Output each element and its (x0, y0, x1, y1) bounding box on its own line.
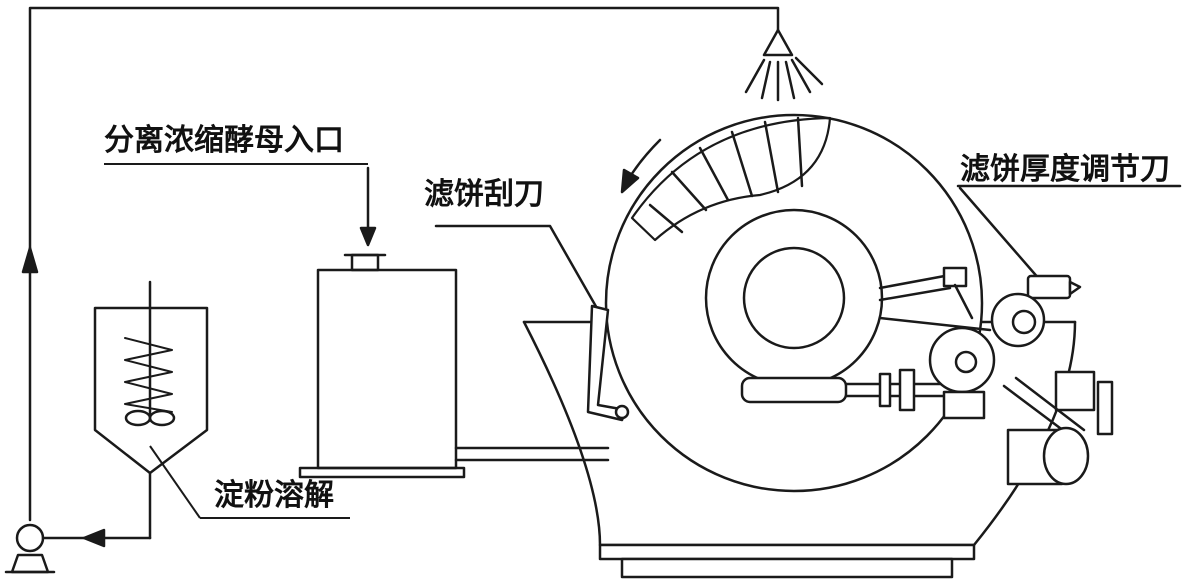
flow-arrow-up-icon (21, 246, 39, 274)
starch-dissolving-label: 淀粉溶解 (214, 478, 334, 513)
discharge-chute (1002, 376, 1090, 486)
yeast-inlet-label: 分离浓缩酵母入口 (104, 123, 344, 158)
rotation-arrow-icon (620, 138, 662, 194)
yeast-feed-tank (298, 166, 466, 479)
feed-to-trough-pipe (454, 446, 610, 462)
pump-icon (4, 523, 56, 574)
thickness-knife-label: 滤饼厚度调节刀 (960, 152, 1170, 187)
agitator-icon (124, 280, 176, 427)
flow-arrow-left-icon (82, 528, 106, 548)
cake-scraper (434, 224, 630, 422)
spray-nozzle-icon (744, 28, 824, 102)
drum-hub (704, 208, 884, 404)
drive-shaft (844, 368, 947, 412)
cake-scraper-label: 滤饼刮刀 (424, 177, 544, 212)
thickness-knife-assembly (878, 184, 1182, 436)
